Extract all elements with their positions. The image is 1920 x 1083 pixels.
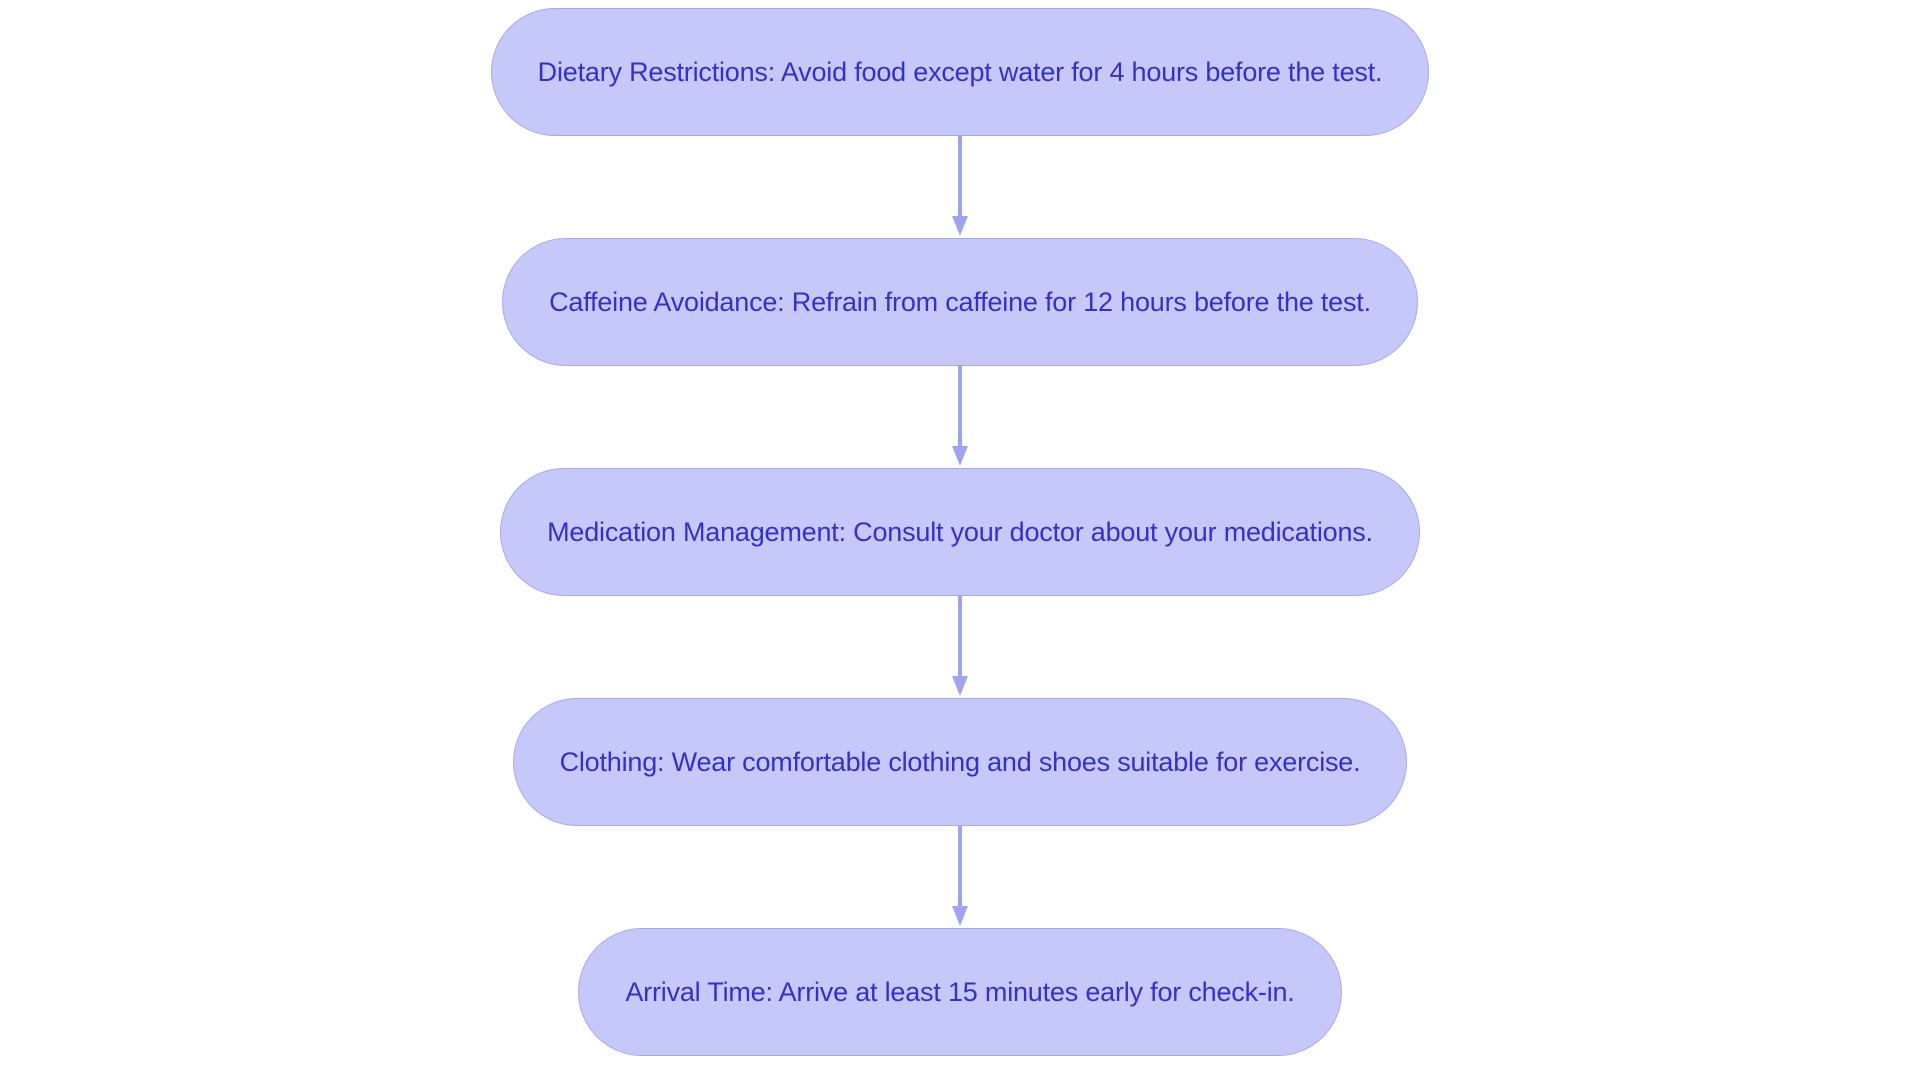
arrow-down-icon (952, 366, 968, 466)
flowchart-node-arrival-time[interactable]: Arrival Time: Arrive at least 15 minutes… (578, 928, 1342, 1056)
flowchart-node-label: Dietary Restrictions: Avoid food except … (537, 56, 1383, 87)
flowchart-arrow-4-to-5 (940, 826, 980, 928)
flowchart-node-clothing[interactable]: Clothing: Wear comfortable clothing and … (512, 698, 1408, 826)
flowchart-node-caffeine-avoidance[interactable]: Caffeine Avoidance: Refrain from caffein… (502, 238, 1418, 366)
flowchart-node-label: Medication Management: Consult your doct… (547, 516, 1373, 547)
flowchart-arrow-1-to-2 (940, 136, 980, 238)
flowchart-node-label: Caffeine Avoidance: Refrain from caffein… (549, 286, 1371, 317)
flowchart-node-dietary-restrictions[interactable]: Dietary Restrictions: Avoid food except … (490, 8, 1430, 136)
arrow-down-icon (952, 136, 968, 236)
flowchart-arrow-2-to-3 (940, 366, 980, 468)
flowchart-node-label: Clothing: Wear comfortable clothing and … (559, 746, 1361, 777)
flowchart-node-medication-management[interactable]: Medication Management: Consult your doct… (500, 468, 1420, 596)
flowchart-node-label: Arrival Time: Arrive at least 15 minutes… (625, 976, 1295, 1007)
arrow-down-icon (952, 596, 968, 696)
flowchart-arrow-3-to-4 (940, 596, 980, 698)
arrow-down-icon (952, 826, 968, 926)
